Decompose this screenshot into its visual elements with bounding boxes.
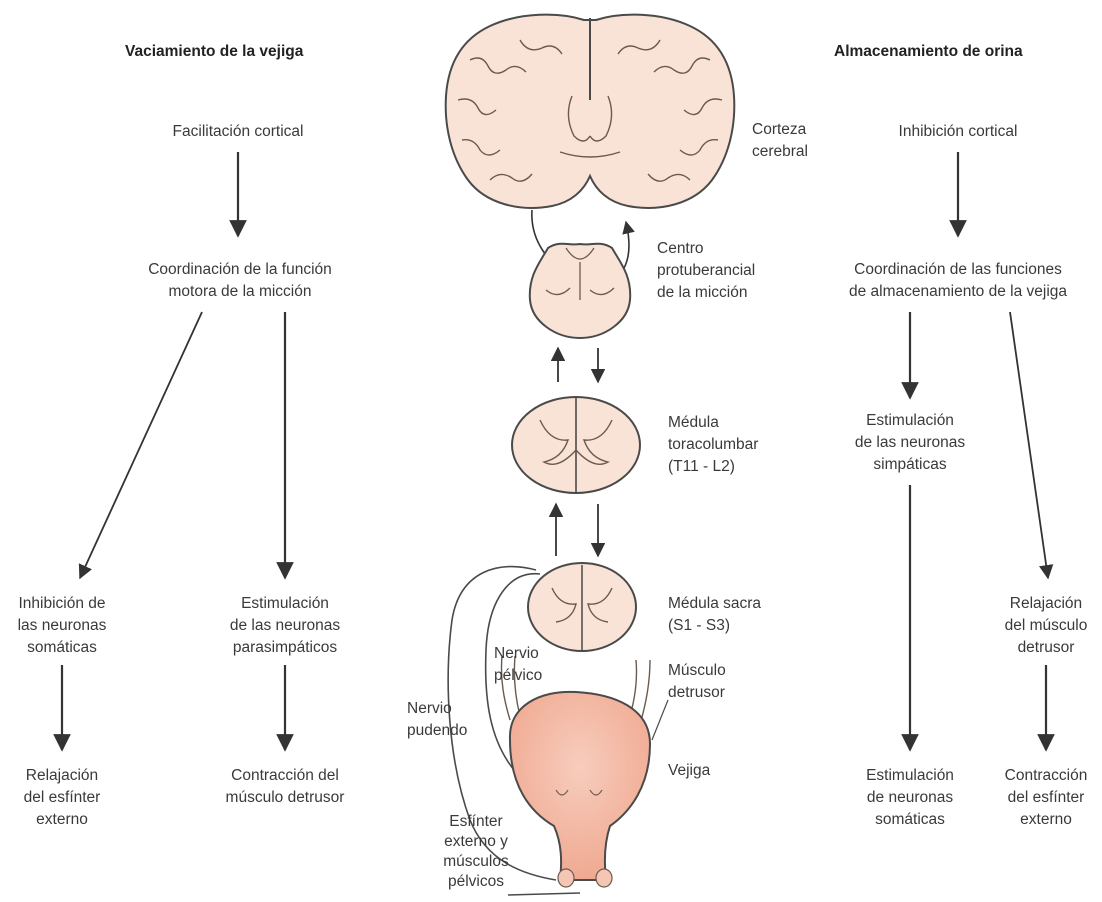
sacral-cord-illustration [528,563,636,651]
left-column-header: Vaciamiento de la vejiga [125,43,303,61]
thoracolumbar-cord-illustration [512,397,640,493]
left-node-coordinacion: Coordinación de la función motora de la … [100,259,380,303]
right-node-estimulacion-simpaticas: Estimulación de las neuronas simpáticas [832,410,988,476]
label-esfinter-externo: Esfínter externo y músculos pélvicos [426,812,526,892]
left-node-estimulacion-parasimpaticos: Estimulación de las neuronas parasimpáti… [200,593,370,659]
right-node-coordinacion: Coordinación de las funciones de almacen… [818,259,1098,303]
leader-esfinter [508,893,580,895]
right-node-contraccion-esfinter: Contracción del esfínter externo [990,765,1102,831]
left-node-inhibicion-somaticas: Inhibición de las neuronas somáticas [0,593,124,659]
label-musculo-detrusor: Músculo detrusor [668,660,726,704]
label-centro-protuberancial: Centro protuberancial de la micción [657,238,755,304]
right-column-header: Almacenamiento de orina [834,43,1023,61]
label-vejiga: Vejiga [668,760,710,782]
left-node-facilitacion: Facilitación cortical [118,121,358,143]
label-corteza-cerebral: Corteza cerebral [752,119,808,163]
label-medula-toracolumbar: Médula toracolumbar (T11 - L2) [668,412,758,478]
left-node-relajacion-esfinter: Relajación del esfínter externo [0,765,124,831]
label-nervio-pudendo: Nervio pudendo [407,698,467,742]
label-nervio-pelvico: Nervio pélvico [494,643,542,687]
leader-musculo-detrusor [652,700,668,740]
right-node-relajacion-detrusor: Relajación del músculo detrusor [990,593,1102,659]
brain-illustration [446,15,735,208]
arrow-right-2b [1010,312,1048,578]
arrow-left-2a [80,312,202,578]
left-node-contraccion-detrusor: Contracción del músculo detrusor [200,765,370,809]
pons-illustration [530,244,630,338]
right-node-estimulacion-somaticas: Estimulación de neuronas somáticas [832,765,988,831]
label-medula-sacra: Médula sacra (S1 - S3) [668,593,761,637]
right-node-inhibicion-cortical: Inhibición cortical [838,121,1078,143]
